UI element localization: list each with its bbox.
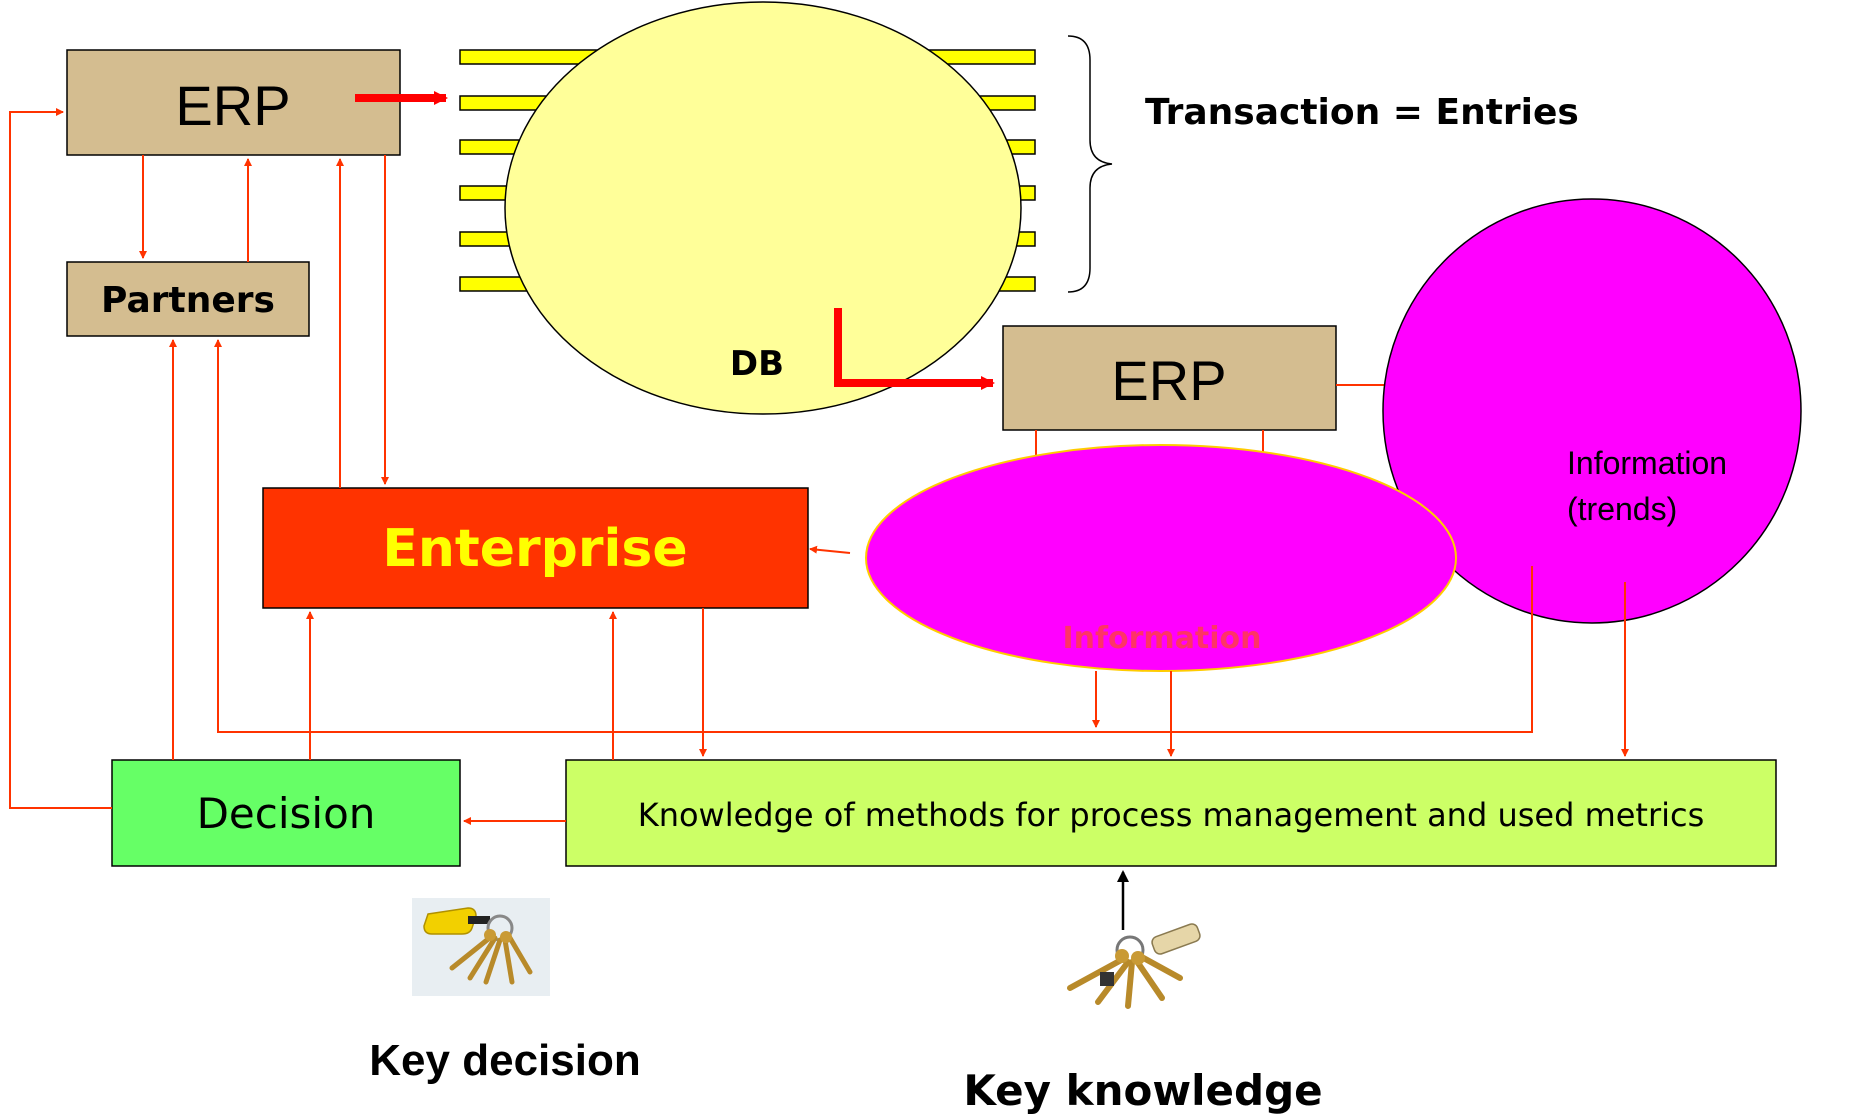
db-label: DB [730,344,784,384]
decision-to-erp-loop [9,108,112,809]
information-center-label: Information [1062,621,1261,656]
enterprise-label: Enterprise [382,519,687,579]
db-to-erp-arrow [834,308,995,390]
connector-lines [9,108,1629,825]
keys-icon [412,898,550,996]
partners-label: Partners [101,280,275,321]
decision-box [111,759,461,867]
partners-box [66,261,310,337]
key-knowledge-label: Key knowledge [963,1066,1322,1115]
key-decision-label: Key decision [369,1036,640,1085]
transaction-brace [1067,35,1113,293]
erp-right-label: ERP [1111,349,1226,412]
information-trends-label-line2: (trends) [1567,491,1677,527]
transaction-label: Transaction = Entries [1145,92,1579,133]
enterprise-box [262,487,809,609]
decision-label: Decision [197,789,376,838]
db-ellipse [504,1,1022,415]
erp-top-label: ERP [175,74,290,137]
keys-icon [1067,923,1201,1009]
knowledge-box [565,759,1777,867]
information-to-enterprise-arrow [809,545,851,554]
information-trends-circle [1382,198,1802,624]
trends-to-partners-loop [214,339,1533,733]
knowledge-label: Knowledge of methods for process managem… [638,796,1705,834]
information-trends-label-line1: Information [1567,445,1727,481]
erp-box-right [1002,325,1337,431]
information-ellipse [865,444,1457,672]
erp-box-top [66,49,401,156]
